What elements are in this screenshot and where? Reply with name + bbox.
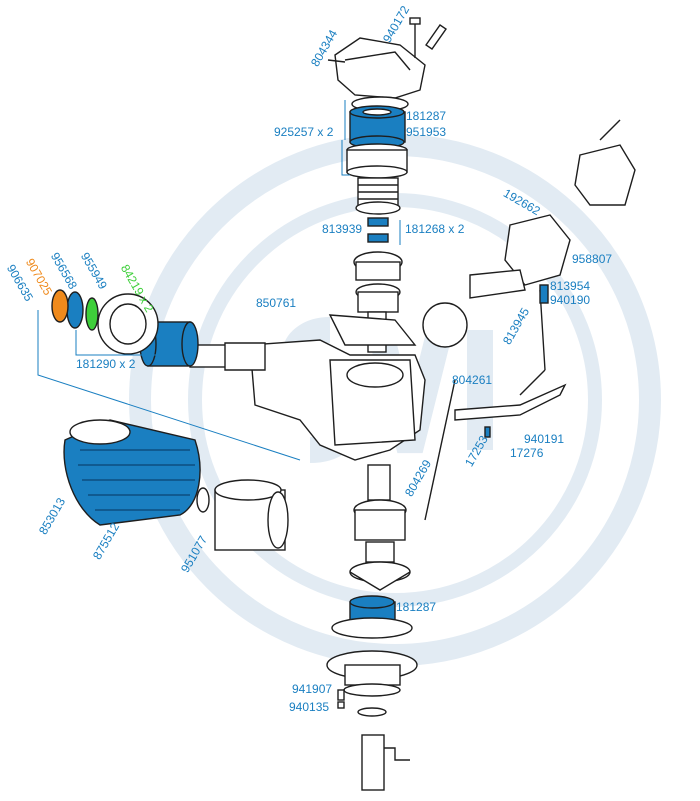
lower-gears: [349, 464, 411, 591]
label-181287-bottom: 181287: [396, 600, 437, 614]
bearing-housing: [97, 293, 159, 355]
label-940190: 940190: [550, 293, 591, 307]
label-17276: 17276: [510, 446, 544, 460]
oil-filter: [214, 479, 289, 551]
bellows: [63, 419, 201, 526]
label-850761: 850761: [256, 296, 297, 310]
output-shaft: [357, 707, 410, 791]
label-813939: 813939: [322, 222, 363, 236]
label-181287-top: 181287: [406, 109, 447, 123]
shim-washers: [346, 143, 408, 179]
small-bearings: [367, 217, 389, 243]
lower-flange: [326, 617, 418, 697]
upper-gear: [355, 177, 401, 215]
label-940191: 940191: [524, 432, 565, 446]
label-941907: 941907: [292, 682, 333, 696]
label-804261: 804261: [452, 373, 493, 387]
main-housing: [249, 314, 426, 461]
input-shaft: [189, 342, 266, 371]
shift-linkage: [422, 119, 636, 521]
top-bearing: [349, 105, 406, 149]
label-940135: 940135: [289, 700, 330, 714]
label-813954: 813954: [550, 279, 591, 293]
leader-lines: [37, 100, 401, 461]
top-bolt: [409, 17, 447, 58]
label-181268: 181268 x 2: [405, 222, 465, 236]
label-181290: 181290 x 2: [76, 357, 136, 371]
label-951953: 951953: [406, 125, 447, 139]
label-925257: 925257 x 2: [274, 125, 334, 139]
top-cover: [327, 37, 426, 99]
label-958807: 958807: [572, 252, 613, 266]
